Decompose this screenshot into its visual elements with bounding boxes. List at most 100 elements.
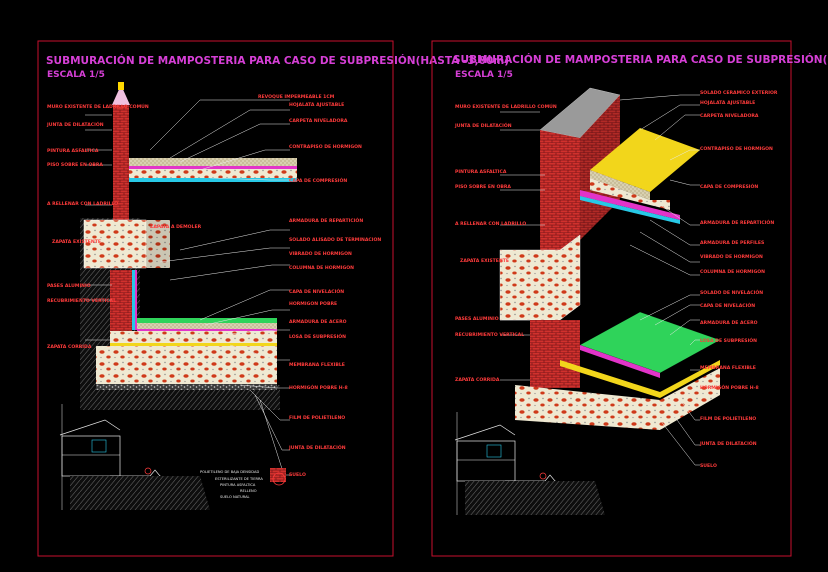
floor-slab-membrane	[129, 166, 297, 169]
label-right-b-3: CONTRAPISO DE HORMIGON	[700, 146, 773, 152]
label-left-b-8: ZAPATA CORRIDA	[455, 377, 500, 383]
sheet-right-scale: ESCALA 1/5	[455, 70, 513, 80]
label-right-a-7: VIBRADO DE HORMIGON	[289, 251, 352, 257]
base-slab-concrete	[110, 331, 277, 343]
iso-floor-concrete	[590, 178, 670, 210]
label-right-b-11: ARMADURA DE ACERO	[700, 320, 758, 326]
label-right-a-8: COLUMNA DE HORMIGON	[289, 265, 354, 271]
label-right-b-6: ARMADURA DE PERFILES	[700, 240, 764, 246]
labels-right-a: REVOQUE IMPERMEABLE 1CM HOJALATA AJUSTAB…	[258, 94, 381, 478]
existing-brick-wall	[113, 105, 129, 220]
inset-section-right	[454, 412, 605, 515]
base-slab-screed	[137, 323, 277, 329]
leaders-right-b	[619, 94, 700, 466]
labels-right-b: SOLADO CERAMICO EXTERIOR HOJALATA AJUSTA…	[699, 90, 778, 469]
iso-floor-screed	[590, 170, 650, 200]
label-right-a-15: FILM DE POLIETILENO	[289, 415, 345, 421]
sheet-left-scale: ESCALA 1/5	[47, 70, 105, 80]
leaders-right-a	[149, 99, 290, 476]
iso-underpinning	[530, 320, 580, 388]
label-right-b-9: SOLADO DE NIVELACIÓN	[700, 289, 763, 296]
label-left-a-3: PISO SOBRE EN OBRA	[47, 162, 103, 168]
label-right-a-9: CAPA DE NIVELACIÓN	[289, 288, 344, 295]
labels-left-a: MURO EXISTENTE DE LADRILLO COMÚN JUNTA D…	[46, 103, 149, 350]
label-left-a-7: RECUBRIMIENTO VERTICAL	[47, 298, 116, 304]
legend-left: POLIETILENO DE BAJA DENSIDAD ESTERILIZAN…	[200, 468, 286, 499]
base-slab-finish	[137, 318, 277, 323]
label-right-b-8: COLUMNA DE HORMIGON	[700, 269, 765, 275]
label-right-b-7: VIBRADO DE HORMIGON	[700, 254, 763, 260]
labels-left-b: MURO EXISTENTE DE LADRILLO COMÚN JUNTA D…	[454, 103, 557, 383]
floor-slab-screed	[129, 158, 297, 166]
leaders-left-b	[500, 111, 545, 381]
iso-base-slab-magenta	[580, 345, 660, 378]
iso-floor-magenta	[580, 190, 680, 220]
floor-slab-concrete	[129, 169, 297, 178]
label-right-b-5: ARMADURA DE REPARTICIÓN	[700, 219, 774, 226]
label-right-a-3: CONTRAPISO DE HORMIGON	[289, 144, 362, 150]
iso-base-footing	[515, 368, 720, 430]
base-slab-magenta	[137, 329, 277, 331]
label-right-b-2: CARPETA NIVELADORA	[700, 113, 759, 119]
detail-callout-icon	[144, 467, 152, 475]
label-left-a-4: A RELLENAR CON LADRILLO	[47, 201, 118, 207]
label-left-a-5: ZAPATA EXISTENTE	[52, 239, 101, 245]
legend-item-1: ESTERILIZANTE DE TIERRA	[215, 477, 263, 481]
label-right-b-12: LOSA DE SUBPRESIÓN	[700, 337, 757, 344]
label-left-b-1: JUNTA DE DILATACIÓN	[454, 122, 512, 129]
label-left-b-0: MURO EXISTENTE DE LADRILLO COMÚN	[455, 103, 557, 110]
sheet-right-frame	[431, 40, 792, 557]
label-right-b-1: HOJALATA AJUSTABLE	[700, 100, 755, 106]
label-left-a-6: PASES ALUMINIO	[47, 283, 91, 289]
label-left-a-1: JUNTA DE DILATACIÓN	[46, 121, 104, 128]
label-right-b-14: HORMIGÓN POBRE H-8	[700, 384, 759, 391]
vertical-membrane-cyan	[132, 270, 135, 330]
legend-item-4: SUELO NATURAL	[220, 495, 250, 499]
leaders-left-a	[85, 114, 112, 341]
sheet-left: SUBMURACIÓN DE MAMPOSTERIA PARA CASO DE …	[37, 40, 509, 557]
label-right-b-4: CAPA DE COMPRESIÓN	[700, 183, 758, 190]
strip-footing	[96, 346, 277, 386]
label-mid-a: ZAPATA A DEMOLER	[150, 224, 202, 230]
label-right-a-12: LOSA DE SUBPRESIÓN	[289, 333, 346, 340]
label-left-a-0: MURO EXISTENTE DE LADRILLO COMÚN	[47, 103, 149, 110]
label-right-a-14: HORMIGÓN POBRE H-8	[289, 384, 348, 391]
legend-item-0: POLIETILENO DE BAJA DENSIDAD	[200, 470, 259, 474]
label-right-a-2: CARPETA NIVELADORA	[289, 118, 348, 124]
label-left-b-2: PINTURA ASFALTICA	[455, 169, 507, 175]
iso-floor-cyan	[580, 196, 680, 224]
legend-item-3: RELLENO	[240, 489, 257, 493]
label-right-b-17: SUELO	[700, 463, 717, 469]
sheet-right-title: SUBMURACIÓN DE MAMPOSTERIA PARA CASO DE …	[453, 53, 828, 66]
iso-base-slab-yellow	[560, 360, 720, 398]
footing-right	[146, 220, 170, 268]
label-right-a-1: HOJALATA AJUSTABLE	[289, 102, 344, 108]
label-right-a-17: SUELO	[289, 472, 306, 478]
label-right-b-16: JUNTA DE DILATACIÓN	[699, 440, 757, 447]
new-brick-underpinning	[110, 270, 132, 340]
detail-callout-icon-right	[539, 472, 547, 480]
label-right-b-13: MEMBRANA FLEXIBLE	[700, 365, 756, 371]
label-right-a-10: HORMIGON POBRE	[289, 301, 337, 307]
label-right-b-0: SOLADO CERAMICO EXTERIOR	[700, 90, 778, 96]
wall-cap	[112, 85, 130, 105]
label-left-b-3: PISO SOBRE EN OBRA	[455, 184, 511, 190]
label-right-a-0: REVOQUE IMPERMEABLE 1CM	[258, 94, 335, 100]
label-right-a-13: MEMBRANA FLEXIBLE	[289, 362, 345, 368]
sheet-right: SUBMURACIÓN DE MAMPOSTERIA PARA CASO DE …	[431, 40, 828, 557]
iso-base-slab-top	[579, 311, 721, 374]
level-marker-icon	[118, 82, 124, 90]
label-left-b-5: ZAPATA EXISTENTE	[460, 258, 509, 264]
sheet-left-frame	[37, 40, 394, 557]
inset-section-left	[59, 404, 210, 510]
iso-floor-tile	[590, 128, 700, 192]
label-right-a-16: JUNTA DE DILATACIÓN	[288, 444, 346, 451]
label-right-a-4: CAPA DE COMPRESIÓN	[289, 177, 347, 184]
strip-footing-gravel	[96, 384, 277, 390]
legend-item-2: PINTURA ASFALTICA	[220, 483, 256, 487]
label-left-a-2: PINTURA ASFALTICA	[47, 148, 99, 154]
label-right-a-6: SOLADO ALISADO DE TERMINACION	[289, 237, 381, 243]
label-right-b-10: CAPA DE NIVELACIÓN	[700, 302, 755, 309]
label-left-a-8: ZAPATA CORRIDA	[47, 344, 92, 350]
label-right-a-11: ARMADURA DE ACERO	[289, 319, 347, 325]
